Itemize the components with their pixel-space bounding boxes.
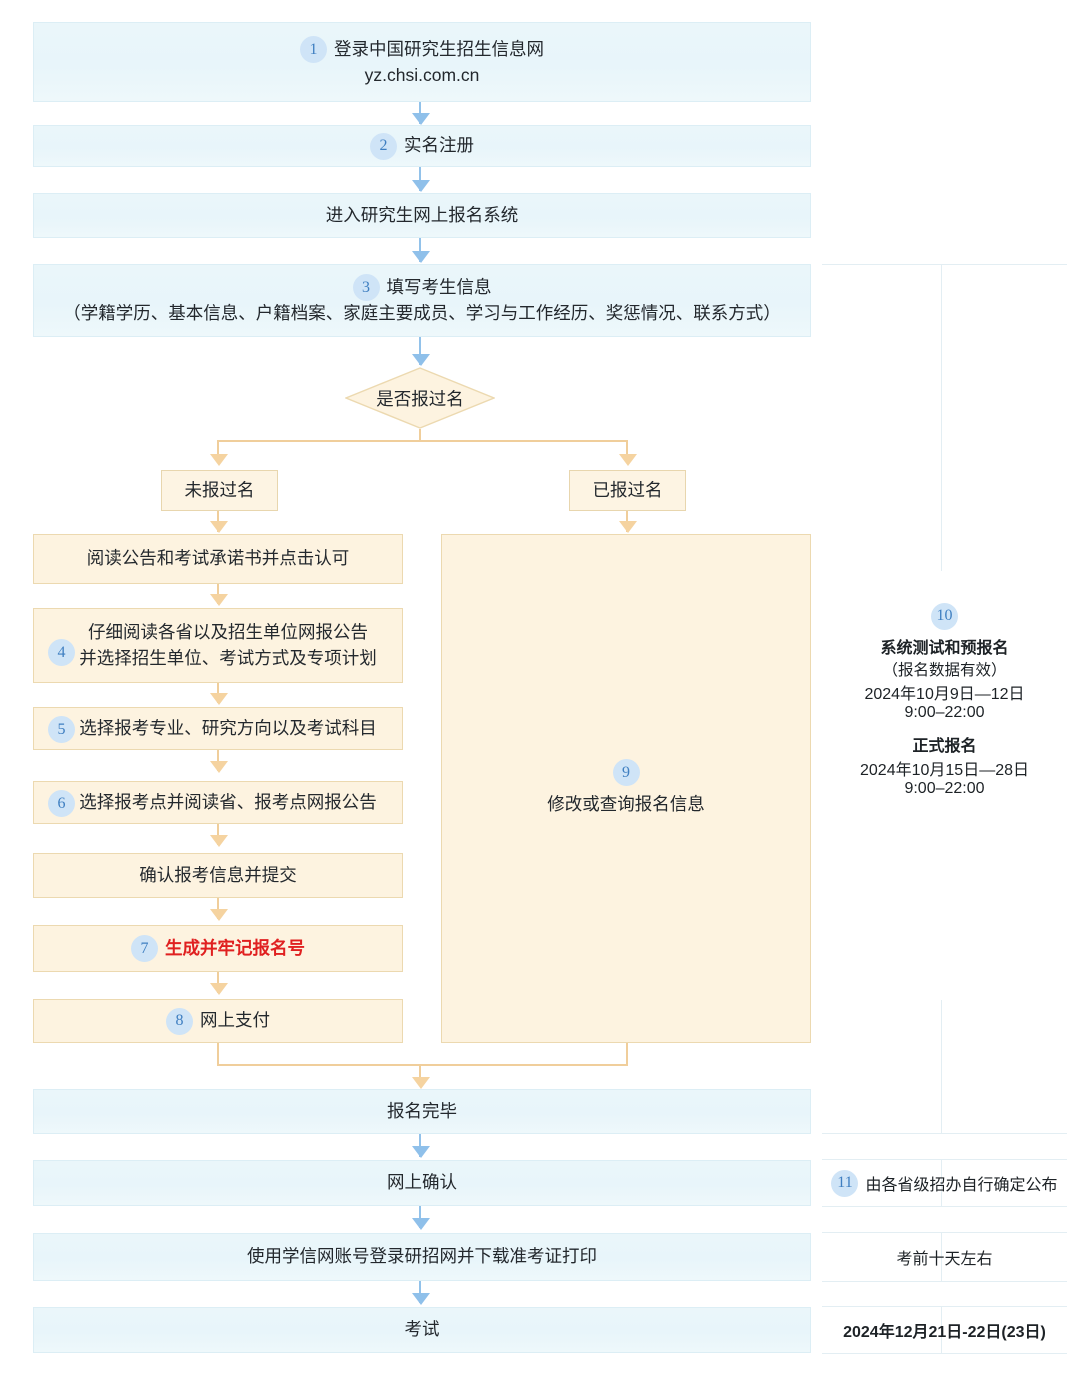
node-left-2-line2: 并选择招生单位、考试方式及专项计划	[79, 647, 377, 668]
node-tail-3-label: 使用学信网账号登录研招网并下载准考证打印	[247, 1246, 597, 1267]
timeline-cell-12[interactable]: 考前十天左右	[822, 1233, 1067, 1281]
node-step-1[interactable]: 1 登录中国研究生招生信息网 yz.chsi.com.cn	[33, 22, 811, 102]
node-tail-1-label: 报名完毕	[387, 1100, 457, 1121]
node-step-1-line1: 登录中国研究生招生信息网	[334, 38, 544, 59]
node-left-6-label: 生成并牢记报名号	[165, 937, 305, 958]
step-badge-8: 8	[166, 1007, 193, 1035]
node-left-2[interactable]: 4 仔细阅读各省以及招生单位网报公告 并选择招生单位、考试方式及专项计划	[33, 608, 403, 683]
node-left-6-content: 7 生成并牢记报名号	[131, 935, 305, 962]
step-badge-1: 1	[300, 35, 327, 63]
node-step-4-line2: （学籍学历、基本信息、户籍档案、家庭主要成员、学习与工作经历、奖惩情况、联系方式…	[63, 303, 781, 324]
timeline-cell-10-date2: 2024年10月15日—28日	[860, 761, 1029, 779]
branch-label-right-text: 已报过名	[592, 479, 663, 500]
step-badge-11: 11	[831, 1169, 859, 1197]
node-left-5[interactable]: 确认报考信息并提交	[33, 853, 403, 898]
timeline-cell-10-time2: 9:00–22:00	[904, 779, 985, 797]
decision-diamond-shape	[345, 367, 495, 429]
timeline-cell-11-label: 由各省级招办自行确定公布	[865, 1177, 1058, 1194]
step-badge-9: 9	[612, 759, 640, 787]
node-left-5-label: 确认报考信息并提交	[139, 864, 297, 885]
timeline-cell-10-title2: 正式报名	[912, 737, 977, 755]
node-tail-3[interactable]: 使用学信网账号登录研招网并下载准考证打印	[33, 1233, 811, 1281]
node-right-panel[interactable]: 9 修改或查询报名信息	[441, 534, 811, 1043]
node-left-3[interactable]: 5 选择报考专业、研究方向以及考试科目	[33, 707, 403, 750]
node-step-1-content: 1 登录中国研究生招生信息网 yz.chsi.com.cn	[300, 35, 544, 88]
node-tail-2[interactable]: 网上确认	[33, 1160, 811, 1206]
node-left-2-line1: 仔细阅读各省以及招生单位网报公告	[88, 622, 368, 643]
node-step-4-line1-row: 3 填写考生信息	[352, 274, 492, 302]
node-left-7-content: 8 网上支付	[166, 1007, 270, 1035]
timeline-cell-10-title1: 系统测试和预报名	[880, 639, 1009, 657]
node-right-panel-content: 9 修改或查询报名信息	[547, 759, 705, 817]
step-badge-2: 2	[370, 132, 397, 160]
node-step-1-line1-row: 1 登录中国研究生招生信息网	[300, 35, 544, 63]
node-step-4[interactable]: 3 填写考生信息 （学籍学历、基本信息、户籍档案、家庭主要成员、学习与工作经历、…	[33, 264, 811, 337]
branch-label-right[interactable]: 已报过名	[569, 470, 686, 511]
node-step-4-line1: 填写考生信息	[386, 277, 492, 298]
node-left-7[interactable]: 8 网上支付	[33, 999, 403, 1043]
timeline-cell-12-label: 考前十天左右	[896, 1251, 993, 1268]
node-left-1[interactable]: 阅读公告和考试承诺书并点击认可	[33, 534, 403, 584]
node-right-panel-label: 修改或查询报名信息	[547, 794, 705, 815]
step-badge-7: 7	[131, 935, 158, 962]
node-step-2[interactable]: 2 实名注册	[33, 125, 811, 167]
timeline-cell-10-date1: 2024年10月9日—12日	[864, 685, 1025, 703]
step-badge-4: 4	[48, 639, 75, 666]
node-step-1-line2: yz.chsi.com.cn	[364, 64, 480, 85]
node-step-3-label: 进入研究生网上报名系统	[325, 204, 519, 225]
node-left-2-content: 仔细阅读各省以及招生单位网报公告 并选择招生单位、考试方式及专项计划	[59, 620, 377, 671]
decision-label: 是否报过名	[376, 388, 464, 409]
node-step-4-content: 3 填写考生信息 （学籍学历、基本信息、户籍档案、家庭主要成员、学习与工作经历、…	[63, 274, 781, 326]
node-left-6[interactable]: 7 生成并牢记报名号	[33, 925, 403, 972]
node-left-4-label: 选择报考点并阅读省、报考点网报公告	[79, 791, 377, 812]
node-left-1-label: 阅读公告和考试承诺书并点击认可	[86, 548, 350, 569]
step-badge-5: 5	[48, 716, 75, 743]
timeline-cell-10[interactable]: 10 系统测试和预报名 （报名数据有效） 2024年10月9日—12日 9:00…	[822, 600, 1067, 800]
node-left-4[interactable]: 6 选择报考点并阅读省、报考点网报公告	[33, 781, 403, 824]
timeline-cell-10-time1: 9:00–22:00	[904, 703, 985, 721]
node-left-3-label: 选择报考专业、研究方向以及考试科目	[79, 717, 377, 738]
node-step-3[interactable]: 进入研究生网上报名系统	[33, 193, 811, 238]
timeline-cell-13-label: 2024年12月21日-22日(23日)	[843, 1324, 1046, 1341]
timeline-cell-10-note1: （报名数据有效）	[882, 661, 1007, 679]
node-step-2-label: 实名注册	[404, 135, 474, 156]
node-tail-4[interactable]: 考试	[33, 1307, 811, 1353]
timeline-cell-13[interactable]: 2024年12月21日-22日(23日)	[822, 1307, 1067, 1353]
branch-label-left-text: 未报过名	[184, 479, 255, 500]
node-step-2-content: 2 实名注册	[370, 132, 474, 160]
step-badge-6: 6	[48, 790, 75, 817]
step-badge-3: 3	[352, 274, 380, 302]
node-tail-2-label: 网上确认	[387, 1172, 457, 1193]
decision-diamond[interactable]: 是否报过名	[345, 367, 495, 429]
node-tail-4-label: 考试	[404, 1319, 440, 1340]
step-badge-10: 10	[931, 602, 958, 630]
timeline-cell-11[interactable]: 11 由各省级招办自行确定公布	[822, 1160, 1067, 1206]
node-left-7-label: 网上支付	[200, 1010, 270, 1031]
branch-label-left[interactable]: 未报过名	[161, 470, 278, 511]
node-tail-1[interactable]: 报名完毕	[33, 1089, 811, 1134]
